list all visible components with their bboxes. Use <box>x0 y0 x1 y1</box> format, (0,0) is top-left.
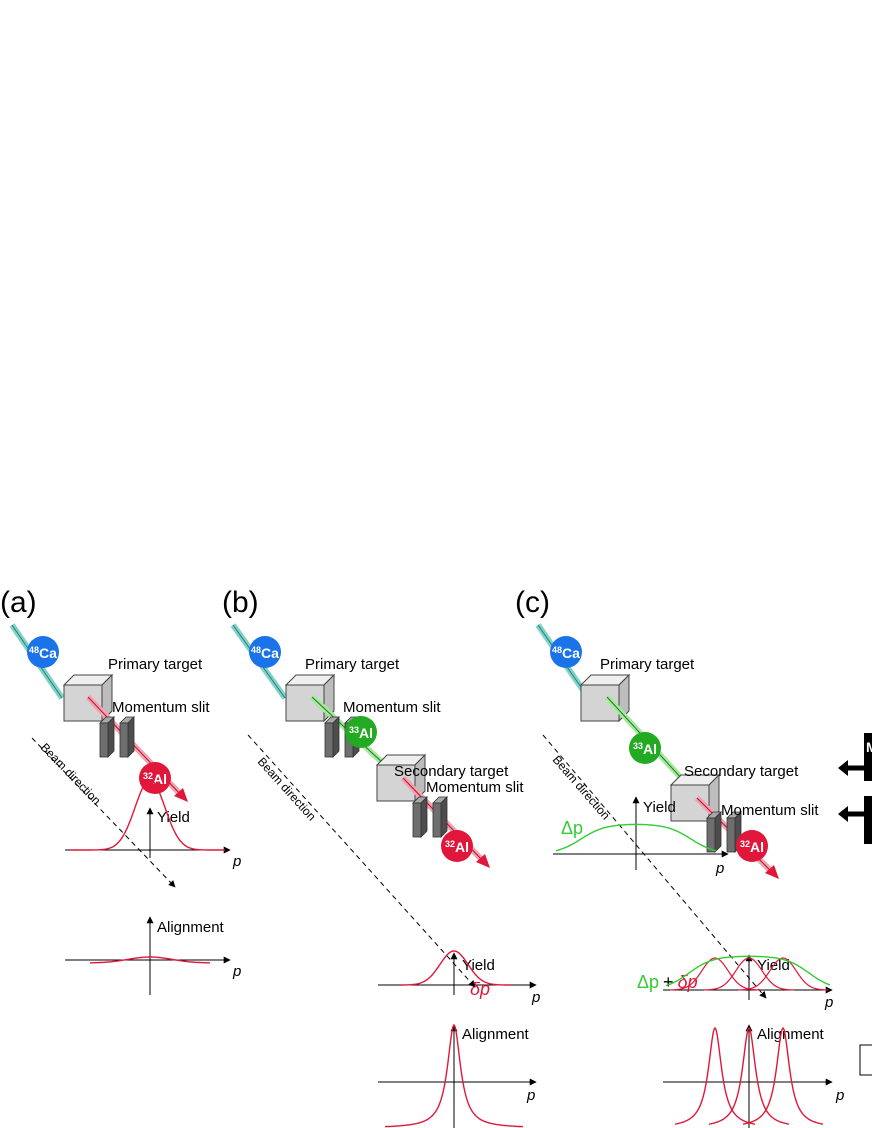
delta-p-distribution <box>555 823 717 852</box>
p-label: p <box>232 853 241 870</box>
al32-nucleus <box>736 830 768 862</box>
svg-text:48Ca: 48Ca <box>29 645 57 661</box>
secondary-target-label: Secondary target <box>684 763 799 780</box>
alignment-curve <box>89 956 211 964</box>
momentum-slit-2-label: Momentum slit <box>426 779 524 796</box>
svg-text:48Ca: 48Ca <box>552 645 580 661</box>
edge-box <box>859 1044 872 1076</box>
p-label: p <box>824 994 833 1011</box>
svg-text:32Al: 32Al <box>143 771 167 787</box>
cropped-right-panel: M <box>838 733 872 1076</box>
momentum-slit <box>99 716 135 758</box>
panel-b: (b) 48Ca Primary target Momentum slit 33… <box>222 586 540 1128</box>
p-label: p <box>835 1087 844 1104</box>
panel-c-label: (c) <box>515 586 550 619</box>
svg-text:32Al: 32Al <box>445 839 469 855</box>
p-label: p <box>531 989 540 1006</box>
yield-label: Yield <box>157 809 190 826</box>
al33-nucleus <box>629 732 661 764</box>
alignment-label: Alignment <box>157 919 225 936</box>
primary-target-label: Primary target <box>305 656 400 673</box>
alignment-curve <box>385 1023 523 1128</box>
yield-label: Yield <box>462 957 495 974</box>
yield-curve <box>400 950 510 986</box>
beam-direction-label: Beam direction <box>255 755 319 824</box>
alignment-curves <box>674 1026 824 1125</box>
yield-curve-1 <box>670 957 760 991</box>
primary-target-label: Primary target <box>600 656 695 673</box>
beam-direction-arrow <box>542 734 767 999</box>
alignment-curve-1 <box>674 1026 756 1125</box>
delta-p-label: δp <box>470 979 490 999</box>
edge-label: M <box>866 739 872 755</box>
combined-width-label: Δp+δp <box>637 972 698 992</box>
Delta-p-label: Δp <box>561 818 583 838</box>
momentum-slit-label: Momentum slit <box>112 699 210 716</box>
svg-text:33Al: 33Al <box>633 741 657 757</box>
al33-nucleus <box>345 716 377 748</box>
svg-text:33Al: 33Al <box>349 725 373 741</box>
ca48-nucleus <box>249 636 281 668</box>
p-label: p <box>526 1087 535 1104</box>
envelope-curve <box>665 955 831 987</box>
svg-text:32Al: 32Al <box>740 839 764 855</box>
p-label: p <box>232 963 241 980</box>
alignment-curve-2 <box>708 1026 790 1125</box>
ca48-nucleus <box>550 636 582 668</box>
momentum-slit-label: Momentum slit <box>343 699 441 716</box>
p-label: p <box>715 860 724 877</box>
yield-curve-3 <box>738 957 828 991</box>
svg-text:48Ca: 48Ca <box>251 645 279 661</box>
yield-curve-2 <box>704 957 794 991</box>
secondary-target-label: Secondary target <box>394 763 509 780</box>
panel-c: (c) 48Ca Primary target 33Al Secondary t… <box>515 586 844 1128</box>
al32-nucleus <box>441 830 473 862</box>
beam-direction-label: Beam direction <box>38 740 104 807</box>
yield-curve <box>70 779 225 851</box>
alignment-label: Alignment <box>462 1026 530 1043</box>
label-box <box>864 796 872 844</box>
primary-target-label: Primary target <box>108 656 203 673</box>
yield-curves <box>665 955 831 991</box>
al32-nucleus <box>139 762 171 794</box>
beam-direction-arrow <box>247 734 476 988</box>
panel-a-label: (a) <box>0 586 37 619</box>
momentum-slit-label: Momentum slit <box>721 802 819 819</box>
alignment-curve-3 <box>742 1026 824 1125</box>
label-box <box>864 733 872 781</box>
panel-b-label: (b) <box>222 586 259 619</box>
beam-direction-label: Beam direction <box>550 753 613 823</box>
ca48-nucleus <box>27 636 59 668</box>
panel-a: (a) 48Ca Primary target Momentum slit 32… <box>0 586 241 995</box>
beam-direction-arrow <box>31 737 176 888</box>
yield-top-label: Yield <box>643 799 676 816</box>
alignment-label: Alignment <box>757 1026 825 1043</box>
